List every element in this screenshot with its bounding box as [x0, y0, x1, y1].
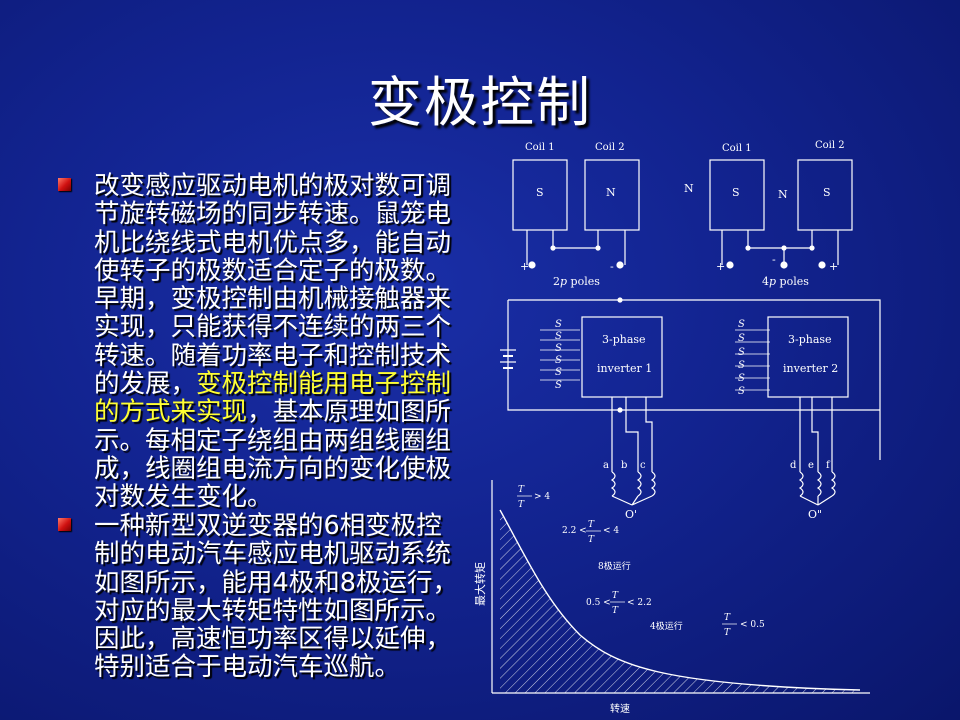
phase-wires-2 [799, 397, 833, 472]
pole-n-outer-label: N [684, 182, 694, 195]
svg-text:d: d [790, 460, 797, 471]
bullet-item-2: 一种新型双逆变器的6相变极控制的电动汽车感应电机驱动系统如图所示，能用4极和8极… [58, 512, 463, 682]
phase-labels: a b c d e f O' O" [603, 460, 831, 521]
label-4-pole-operation: 4极运行 [650, 620, 683, 632]
coil-diagram-4p: Coil 1 Coil 2 N S N S + - + 4p poles [684, 140, 853, 288]
coil-diagram-2p: Coil 1 Coil 2 S N + - 2p poles [512, 142, 640, 288]
terminal-minus-mid: - [772, 253, 776, 266]
ratio-annotation-3: 0.5 < T T < 2.2 [586, 591, 652, 616]
svg-text:f: f [826, 460, 831, 471]
svg-text:S: S [555, 343, 562, 354]
neutral-point-2: O" [808, 508, 822, 521]
coil1-box-2p [512, 159, 568, 231]
dc-bus-lines [507, 299, 881, 460]
svg-text:T: T [612, 591, 619, 601]
x-axis-label: 转速 [610, 702, 630, 715]
torque-region-hatch [500, 510, 860, 693]
max-torque-curve [499, 509, 861, 691]
bullet-1-text-b: ，基本原理如图所示。每相定子绕组由两组线圈组成，线圈组电流方向的变化使极对数发生… [94, 397, 452, 513]
inverter-2-label-line2: inverter 2 [783, 362, 838, 375]
inverter-1-switch-labels: S S S S S S [555, 319, 562, 391]
svg-text:T: T [612, 606, 619, 616]
bullet-text-2: 一种新型双逆变器的6相变极控制的电动汽车感应电机驱动系统如图所示，能用4极和8极… [94, 512, 463, 682]
inverter-2-label-line1: 3-phase [788, 333, 832, 346]
winding-group-2 [798, 471, 836, 506]
svg-text:e: e [808, 460, 814, 471]
inverter-2-switch-labels: S S S S S S [738, 319, 745, 397]
svg-text:S: S [555, 367, 562, 378]
svg-text:S: S [738, 360, 745, 371]
pole-s-label: S [536, 186, 544, 199]
ratio-annotation-4: T T < 0.5 [722, 613, 765, 638]
svg-text:T: T [724, 613, 731, 623]
pole-n-mid-label: N [778, 188, 788, 201]
svg-text:< 0.5: < 0.5 [740, 620, 765, 630]
svg-text:0.5 <: 0.5 < [586, 598, 611, 608]
coil1-label-4p: Coil 1 [722, 143, 752, 154]
coil1-label-2p: Coil 1 [525, 142, 555, 153]
inverter-2-box [767, 316, 849, 398]
pole-s-label-4p-2: S [823, 186, 831, 199]
coil1-box-4p [709, 159, 765, 231]
caption-2p-poles: 2p poles [553, 275, 600, 288]
inverter-1-label-line1: 3-phase [602, 333, 646, 346]
torque-ratio-annotations: T T > 4 2.2 < T T < 4 0.5 < T T < 2.2 T [517, 485, 765, 638]
svg-text:b: b [621, 460, 627, 471]
coil2-label-4p: Coil 2 [815, 140, 845, 151]
dual-inverter-schematic: 3-phase inverter 1 S S S S S S 3-phase i… [500, 297, 881, 521]
svg-text:S: S [555, 331, 562, 342]
svg-text:T: T [588, 535, 595, 545]
svg-text:S: S [555, 319, 562, 330]
inverter-1-label-line2: inverter 1 [597, 362, 652, 375]
inverter-1-box [581, 316, 663, 398]
terminal-plus-left: + [716, 260, 725, 273]
svg-text:c: c [640, 460, 646, 471]
svg-text:T: T [588, 520, 595, 530]
bullet-1-highlight: 变极控制能用电子控制的方式来实现 [94, 369, 452, 428]
bullet-2-text-a: 一种新型双逆变器的6相变极控制的电动汽车感应电机驱动系统如图所示，能用4极和8极… [94, 511, 458, 683]
svg-text:> 4: > 4 [534, 492, 550, 502]
svg-text:S: S [738, 386, 745, 397]
svg-text:< 4: < 4 [603, 526, 619, 536]
terminal-plus: + [520, 260, 529, 273]
coil2-box-4p [797, 159, 853, 231]
page-title: 变极控制 [368, 71, 592, 134]
ratio-annotation-2: 2.2 < T T < 4 [562, 520, 619, 545]
ratio-annotation-1: T T > 4 [517, 485, 550, 510]
label-8-pole-operation: 8极运行 [598, 560, 631, 572]
svg-text:S: S [738, 373, 745, 384]
coil2-box-2p [584, 159, 640, 231]
svg-text:T: T [518, 500, 525, 510]
phase-wires-1 [611, 397, 653, 472]
svg-text:S: S [738, 319, 745, 330]
caption-4p-poles: 4p poles [762, 275, 809, 288]
battery-icon [500, 349, 516, 369]
pole-n-label: N [606, 186, 616, 199]
bullet-square-icon [58, 518, 71, 531]
bullet-text-1: 改变感应驱动电机的极对数可调节旋转磁场的同步转速。鼠笼电机比绕线式电机优点多，能… [94, 172, 463, 512]
bullet-item-1: 改变感应驱动电机的极对数可调节旋转磁场的同步转速。鼠笼电机比绕线式电机优点多，能… [58, 172, 463, 512]
svg-text:S: S [738, 347, 745, 358]
winding-group-1 [610, 471, 656, 506]
svg-text:T: T [724, 628, 731, 638]
svg-text:< 2.2: < 2.2 [627, 598, 652, 608]
bullet-1-text-a: 改变感应驱动电机的极对数可调节旋转磁场的同步转速。鼠笼电机比绕线式电机优点多，能… [94, 171, 452, 400]
terminal-plus-right: + [829, 260, 838, 273]
neutral-point-1: O' [625, 508, 637, 521]
bullet-square-icon [58, 178, 71, 191]
svg-text:S: S [555, 355, 562, 366]
y-axis-label: 最大转矩 [473, 562, 487, 606]
svg-text:T: T [518, 485, 525, 495]
svg-text:S: S [555, 380, 562, 391]
svg-text:2.2 <: 2.2 < [562, 526, 587, 536]
svg-text:S: S [738, 333, 745, 344]
terminal-minus: - [610, 260, 614, 273]
pole-s-label-4p-1: S [732, 186, 740, 199]
coil2-label-2p: Coil 2 [595, 142, 625, 153]
svg-text:a: a [603, 460, 609, 471]
